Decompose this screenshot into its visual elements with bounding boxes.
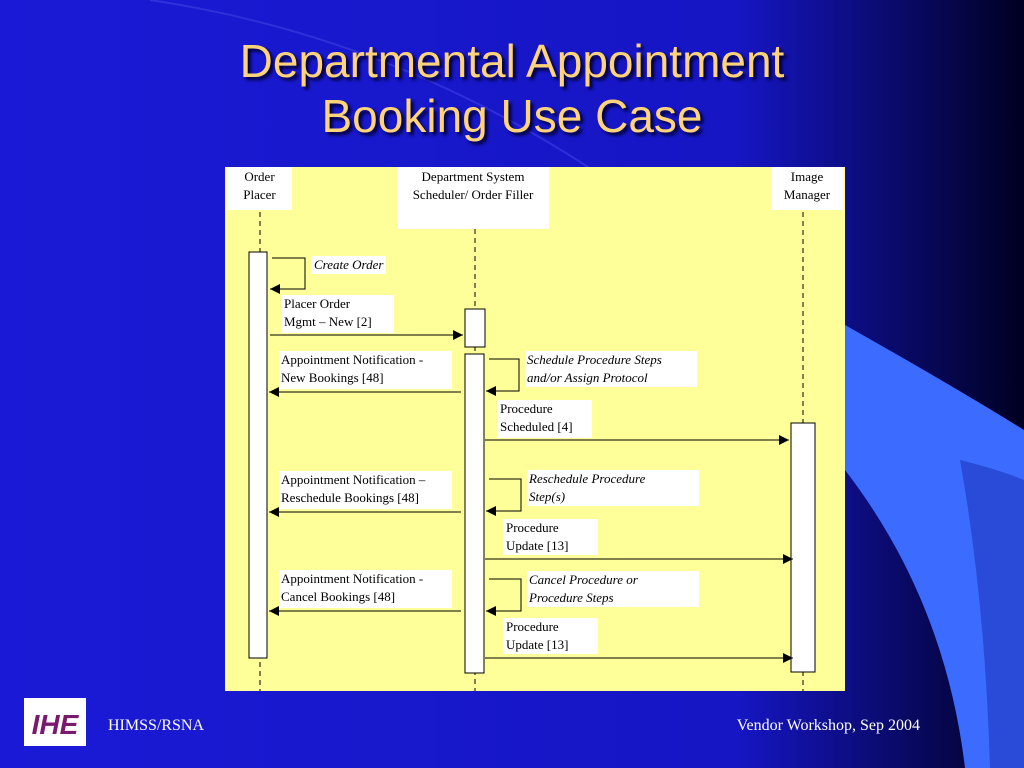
footer-right: Vendor Workshop, Sep 2004 — [736, 717, 920, 734]
label-appt-new: Appointment Notification - New Bookings … — [279, 351, 452, 389]
label-schedule-steps-line-2: and/or Assign Protocol — [527, 370, 648, 385]
label-create-order: Create Order — [311, 256, 387, 274]
actor-dept-scheduler: Department System Scheduler/ Order Fille… — [397, 167, 549, 229]
label-proc-scheduled-line-1: Procedure — [500, 401, 553, 416]
slide-title-line-1: Departmental Appointment — [239, 35, 785, 87]
label-placer-order: Placer Order Mgmt – New [2] — [281, 295, 394, 333]
label-cancel-steps: Cancel Procedure or Procedure Steps — [527, 571, 699, 607]
label-appt-new-line-2: New Bookings [48] — [281, 370, 384, 385]
actor-image-manager-line-2: Manager — [783, 187, 831, 202]
label-proc-update-1: Procedure Update [13] — [503, 519, 598, 555]
activation-dept-scheduler — [464, 353, 485, 674]
label-schedule-steps-line-1: Schedule Procedure Steps — [527, 352, 662, 367]
label-appt-resched-line-2: Reschedule Bookings [48] — [281, 490, 419, 505]
sequence-diagram-graphics — [248, 212, 816, 691]
ihe-logo: IHE — [24, 698, 86, 746]
activation-order-placer — [248, 251, 268, 659]
label-resched-steps-line-2: Step(s) — [529, 489, 566, 504]
footer-left: HIMSS/RSNA — [108, 717, 205, 734]
label-appt-cancel-line-2: Cancel Bookings [48] — [281, 589, 396, 604]
label-proc-update-2: Procedure Update [13] — [503, 618, 598, 654]
actor-dept-scheduler-line-2: Scheduler/ Order Filler — [412, 187, 534, 202]
label-placer-order-line-2: Mgmt – New [2] — [284, 314, 372, 329]
decorative-light-blue-shape — [845, 325, 1024, 768]
label-cancel-steps-line-1: Cancel Procedure or — [529, 572, 638, 587]
actor-image-manager-line-1: Image — [790, 169, 824, 184]
label-appt-resched: Appointment Notification – Reschedule Bo… — [279, 471, 452, 509]
sequence-diagram: Order Placer Department System Scheduler… — [225, 167, 845, 691]
label-appt-resched-line-1: Appointment Notification – — [281, 472, 426, 487]
activation-image-manager — [790, 422, 816, 673]
label-appt-cancel: Appointment Notification - Cancel Bookin… — [279, 570, 452, 608]
arrow-create-order — [270, 257, 306, 294]
label-proc-update-1-line-1: Procedure — [506, 520, 559, 535]
arrow-schedule-steps — [486, 358, 520, 396]
slide-title: Departmental Appointment Booking Use Cas… — [0, 34, 1024, 144]
actor-dept-scheduler-line-1: Department System — [421, 169, 525, 184]
label-proc-scheduled-line-2: Scheduled [4] — [500, 419, 573, 434]
label-appt-new-line-1: Appointment Notification - — [281, 352, 424, 367]
label-proc-update-2-line-1: Procedure — [506, 619, 559, 634]
arrow-resched-steps — [486, 478, 522, 516]
label-schedule-steps: Schedule Procedure Steps and/or Assign P… — [525, 351, 697, 387]
label-cancel-steps-line-2: Procedure Steps — [529, 590, 614, 605]
label-resched-steps-line-1: Reschedule Procedure — [529, 471, 646, 486]
label-proc-update-1-line-2: Update [13] — [506, 538, 569, 553]
activation-dept-scheduler-small — [464, 308, 486, 348]
actor-order-placer-line-2: Placer — [243, 187, 276, 202]
label-placer-order-line-1: Placer Order — [284, 296, 351, 311]
ihe-logo-text: IHE — [32, 709, 80, 740]
arrow-cancel-steps — [486, 578, 522, 616]
slide-title-line-2: Booking Use Case — [321, 90, 703, 142]
label-create-order-text: Create Order — [314, 257, 384, 272]
label-proc-update-2-line-2: Update [13] — [506, 637, 569, 652]
actor-order-placer-line-1: Order — [244, 169, 275, 184]
decorative-curve — [149, 0, 651, 211]
actor-order-placer: Order Placer — [227, 167, 292, 210]
decorative-dark-wedge — [960, 460, 1024, 768]
label-appt-cancel-line-1: Appointment Notification - — [281, 571, 424, 586]
actor-image-manager: Image Manager — [771, 167, 843, 210]
label-proc-scheduled: Procedure Scheduled [4] — [497, 400, 592, 438]
label-resched-steps: Reschedule Procedure Step(s) — [527, 470, 699, 506]
